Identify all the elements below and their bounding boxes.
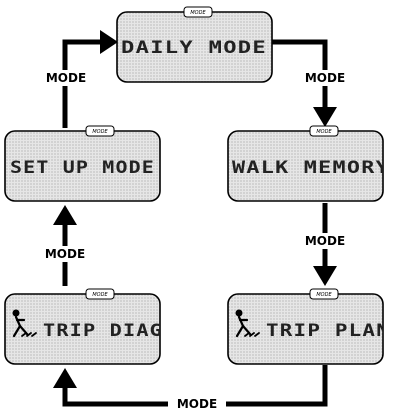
walker-icon bbox=[12, 309, 37, 338]
screen-label-setup: SET UP MODE bbox=[10, 158, 155, 178]
mode-label-daily-to-walk: MODE bbox=[305, 71, 345, 85]
arrow-daily-to-walk bbox=[272, 39, 328, 112]
mode-label-setup-to-daily: MODE bbox=[46, 71, 86, 85]
arrowhead-setup-to-daily bbox=[100, 30, 118, 54]
arrowhead-walk-to-plan bbox=[313, 266, 337, 286]
arrowhead-diag-to-setup bbox=[53, 205, 77, 225]
mode-tab-label: MODE bbox=[316, 129, 332, 135]
mode-tab-label: MODE bbox=[92, 292, 108, 298]
mode-label-walk-to-plan: MODE bbox=[305, 234, 345, 248]
screen-label-plan: TRIP PLAN bbox=[266, 321, 390, 341]
arrowhead-daily-to-walk bbox=[313, 107, 337, 127]
mode-label-plan-to-diag: MODE bbox=[177, 397, 217, 411]
screen-daily-mode: MODE DAILY MODE bbox=[116, 6, 273, 83]
walker-icon bbox=[235, 309, 260, 338]
screen-set-up-mode: MODE SET UP MODE bbox=[4, 125, 161, 202]
arrow-setup-to-daily bbox=[62, 39, 105, 128]
screen-label-daily: DAILY MODE bbox=[121, 38, 267, 58]
mode-tab-label: MODE bbox=[190, 10, 206, 16]
mode-label-diag-to-setup: MODE bbox=[45, 247, 85, 261]
arrowhead-plan-to-diag bbox=[53, 368, 77, 388]
screen-label-diag: TRIP DIAG bbox=[43, 321, 163, 341]
connector-labels: MODE MODE MODE MODE MODE bbox=[37, 70, 353, 412]
screen-walk-memory: MODE WALK MEMORY bbox=[227, 125, 390, 202]
mode-tab-label: MODE bbox=[92, 129, 108, 135]
mode-tab-label: MODE bbox=[316, 292, 332, 298]
screen-trip-diag: MODE TRIP DIAG bbox=[4, 288, 163, 365]
screen-label-walk: WALK MEMORY bbox=[232, 158, 390, 178]
screen-trip-plan: MODE TRIP PLAN bbox=[227, 288, 390, 365]
